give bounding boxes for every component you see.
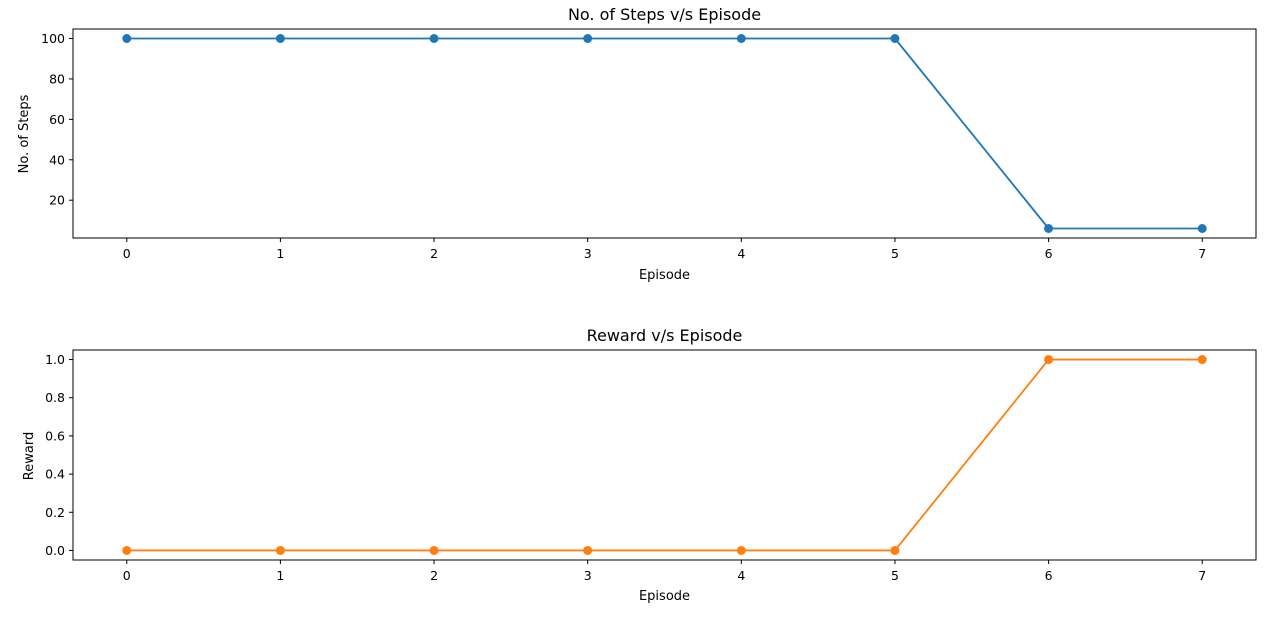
x-axis-label: Episode <box>639 589 690 604</box>
x-tick-label: 0 <box>123 246 131 261</box>
data-point <box>1044 355 1054 365</box>
data-point <box>429 34 439 43</box>
x-tick-label: 1 <box>276 568 284 583</box>
data-point <box>1044 224 1054 233</box>
data-point <box>890 34 900 43</box>
x-tick-label: 0 <box>123 568 131 583</box>
y-tick-label: 1.0 <box>45 352 65 367</box>
y-tick-label: 0.2 <box>45 505 65 520</box>
y-axis-ticks: 0.0 0.2 0.4 0.6 0.8 1.0 <box>45 352 73 558</box>
data-point <box>122 34 132 43</box>
chart-title: Reward v/s Episode <box>587 326 743 345</box>
x-axis-ticks: 0 1 2 3 4 5 6 7 <box>123 560 1206 583</box>
x-tick-label: 4 <box>737 246 745 261</box>
x-axis-label: Episode <box>639 268 690 283</box>
series-line <box>125 37 1204 230</box>
x-tick-label: 5 <box>891 246 899 261</box>
y-tick-label: 0.4 <box>45 467 65 482</box>
y-axis-label: No. of Steps <box>17 94 32 173</box>
axes-frame <box>72 28 1257 239</box>
y-tick-label: 60 <box>49 112 65 127</box>
data-point <box>1197 224 1207 233</box>
data-point <box>275 34 285 43</box>
x-tick-label: 5 <box>891 568 899 583</box>
data-point <box>122 545 132 555</box>
y-tick-label: 0.0 <box>45 543 65 558</box>
plot-area <box>72 28 1257 239</box>
data-point <box>583 34 593 43</box>
y-tick-label: 80 <box>49 71 65 86</box>
x-tick-label: 2 <box>430 568 438 583</box>
y-tick-label: 20 <box>49 193 65 208</box>
data-point <box>1197 355 1207 365</box>
axes-frame <box>72 349 1257 561</box>
chart-title: No. of Steps v/s Episode <box>568 5 761 24</box>
x-tick-label: 7 <box>1198 568 1206 583</box>
data-point <box>583 545 593 555</box>
plot-area <box>72 349 1257 561</box>
x-tick-label: 3 <box>584 568 592 583</box>
y-tick-label: 100 <box>41 31 65 46</box>
data-point <box>429 545 439 555</box>
data-point <box>275 545 285 555</box>
x-tick-label: 4 <box>737 568 745 583</box>
y-tick-label: 0.8 <box>45 390 65 405</box>
x-tick-label: 3 <box>584 246 592 261</box>
reward-chart: Reward v/s Episode 0 1 2 3 4 5 6 7 0.0 0.2 0.4 0.6… <box>22 326 1257 604</box>
data-point <box>736 545 746 555</box>
x-tick-label: 1 <box>276 246 284 261</box>
series-line <box>125 358 1204 552</box>
y-tick-label: 40 <box>49 152 65 167</box>
y-axis-ticks: 20 40 60 80 100 <box>41 31 73 208</box>
steps-chart: No. of Steps v/s Episode 0 1 2 3 4 5 6 7 20 40 60… <box>17 5 1257 283</box>
x-axis-ticks: 0 1 2 3 4 5 6 7 <box>123 238 1206 261</box>
y-axis-label: Reward <box>22 432 37 480</box>
y-tick-label: 0.6 <box>45 428 65 443</box>
data-point <box>736 34 746 43</box>
x-tick-label: 6 <box>1045 246 1053 261</box>
x-tick-label: 2 <box>430 246 438 261</box>
x-tick-label: 7 <box>1198 246 1206 261</box>
x-tick-label: 6 <box>1045 568 1053 583</box>
data-point <box>890 545 900 555</box>
